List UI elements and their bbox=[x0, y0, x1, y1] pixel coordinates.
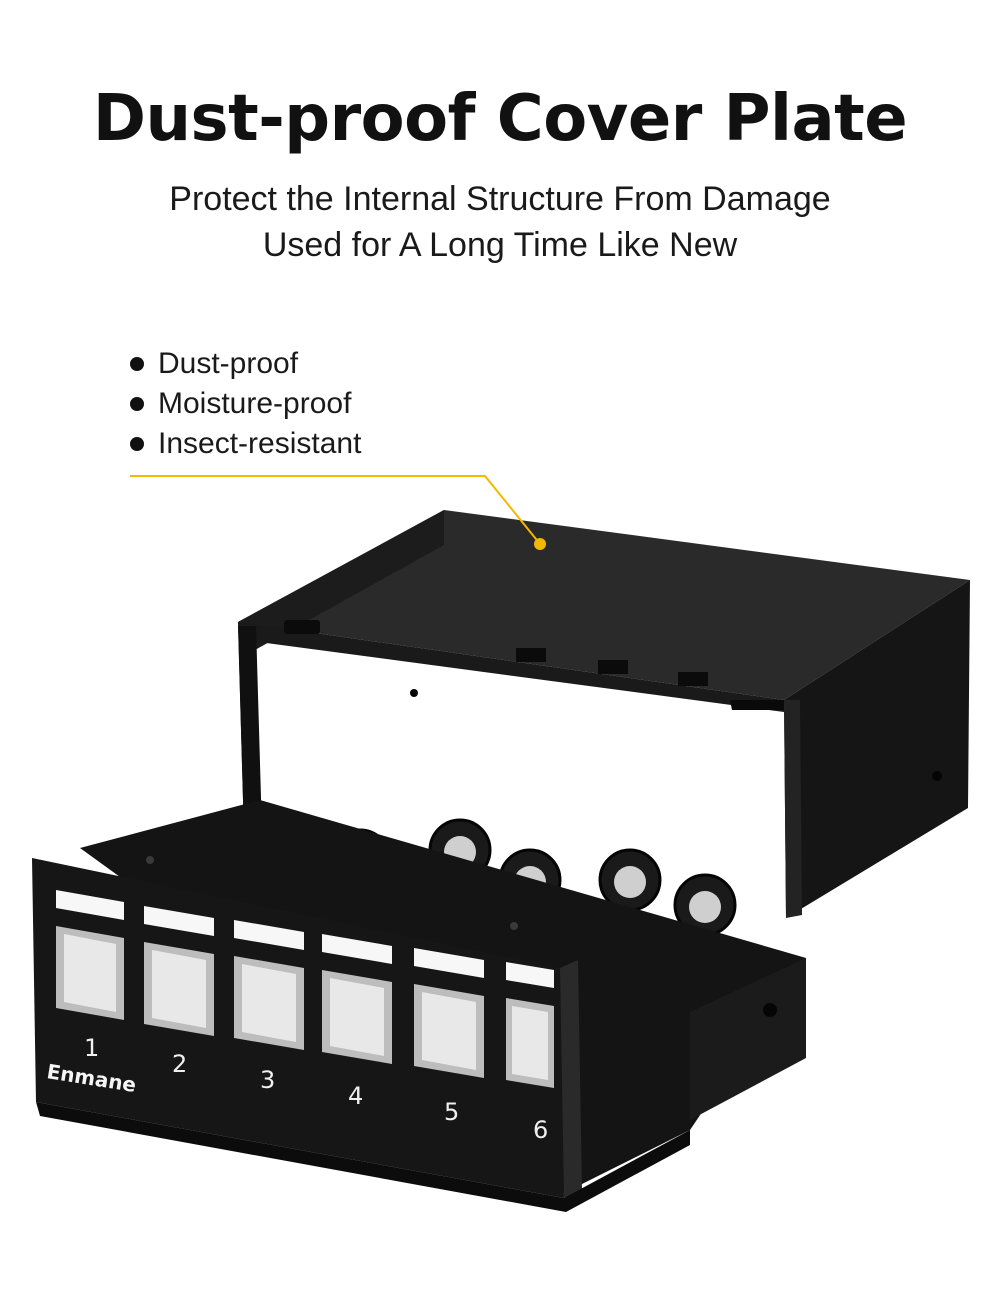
feature-item: Insect-resistant bbox=[130, 424, 361, 464]
port-label-5: 5 bbox=[444, 1098, 459, 1126]
port-openings bbox=[56, 890, 554, 1088]
port-label-3: 3 bbox=[260, 1066, 275, 1094]
port-number-labels: 1 2 3 4 5 6 bbox=[84, 1034, 548, 1144]
feature-list: Dust-proof Moisture-proof Insect-resista… bbox=[130, 344, 361, 464]
bullet-icon bbox=[130, 397, 144, 411]
port-label-2: 2 bbox=[172, 1050, 187, 1078]
feature-item: Moisture-proof bbox=[130, 384, 361, 424]
subtitle-line-2: Used for A Long Time Like New bbox=[262, 226, 738, 264]
subtitle-line-1: Protect the Internal Structure From Dama… bbox=[169, 180, 831, 218]
feature-item: Dust-proof bbox=[130, 344, 361, 384]
feature-label: Insect-resistant bbox=[158, 427, 362, 460]
port-label-4: 4 bbox=[348, 1082, 363, 1110]
bullet-icon bbox=[130, 437, 144, 451]
dust-cover-plate bbox=[238, 510, 970, 918]
bullet-icon bbox=[130, 357, 144, 371]
feature-label: Moisture-proof bbox=[158, 387, 352, 420]
feature-label: Dust-proof bbox=[158, 347, 299, 380]
port-label-1: 1 bbox=[84, 1034, 99, 1062]
page-title: Dust-proof Cover Plate bbox=[92, 82, 908, 156]
front-face-plate bbox=[32, 856, 690, 1212]
port-label-6: 6 bbox=[533, 1116, 548, 1144]
